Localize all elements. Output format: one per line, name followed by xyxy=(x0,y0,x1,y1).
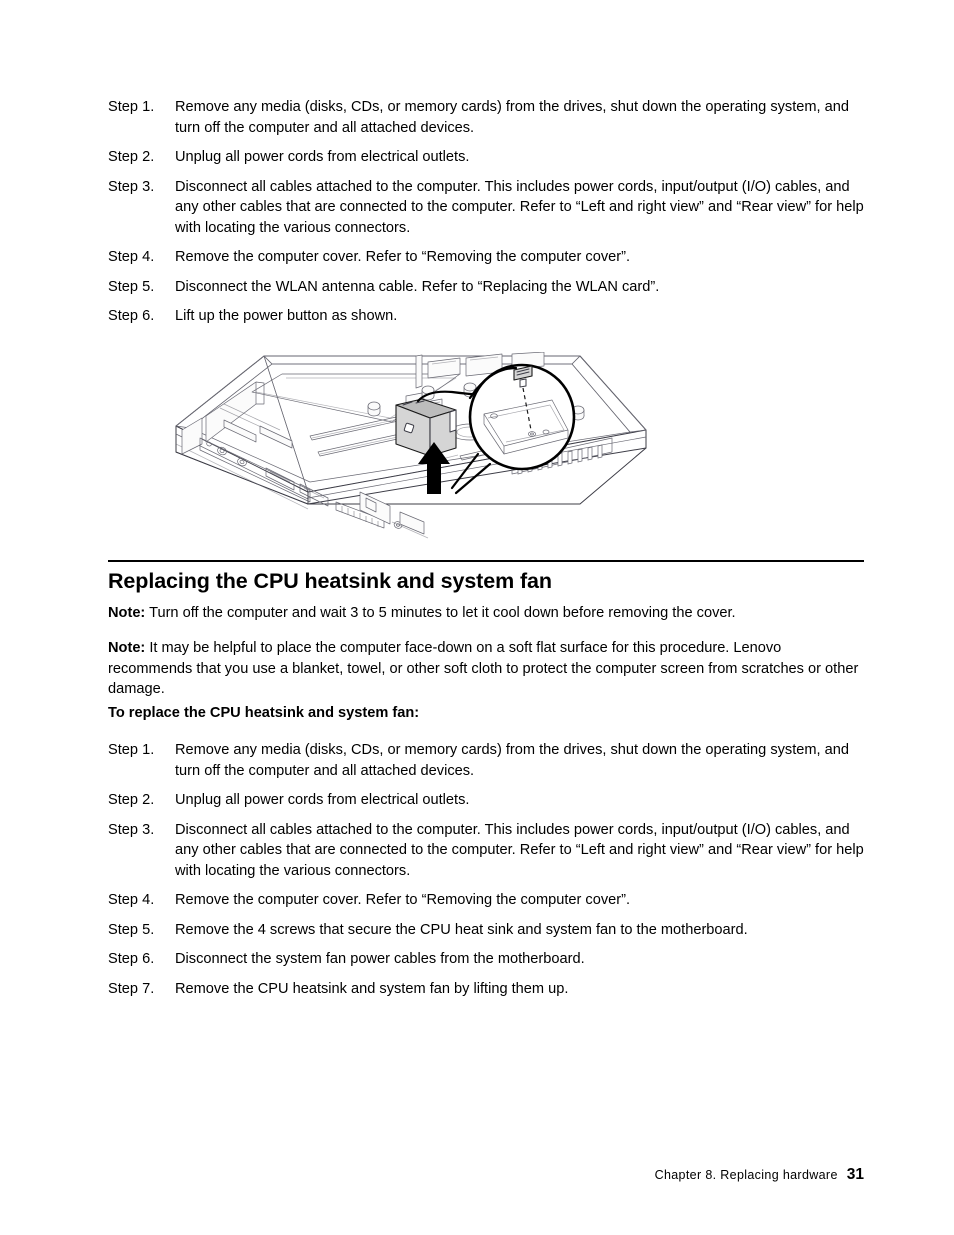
step-item: Step 2. Unplug all power cords from elec… xyxy=(108,790,864,811)
cable-connector-icon xyxy=(513,365,533,388)
step-label: Step 2. xyxy=(108,792,155,808)
step-text: Remove any media (disks, CDs, or memory … xyxy=(175,99,850,136)
note-label: Note: xyxy=(108,605,146,621)
step-text: Unplug all power cords from electrical o… xyxy=(175,792,470,808)
drive-bay-plate xyxy=(251,373,461,423)
step-item: Step 3. Disconnect all cables attached t… xyxy=(108,177,864,239)
footer-chapter-label: Chapter 8. Replacing hardware xyxy=(654,1168,838,1182)
chassis-line-drawing: .ln { fill:none; stroke:#3c3c46; stroke-… xyxy=(175,352,647,539)
magnified-detail-callout xyxy=(468,363,576,471)
step-item: Step 3. Disconnect all cables attached t… xyxy=(108,820,864,882)
microphone-jack-icon xyxy=(237,457,247,467)
step-item: Step 6. Disconnect the system fan power … xyxy=(108,949,864,970)
step-item: Step 4. Remove the computer cover. Refer… xyxy=(108,890,864,911)
step-text: Remove any media (disks, CDs, or memory … xyxy=(175,742,850,779)
page-footer: Chapter 8. Replacing hardware 31 xyxy=(655,1167,864,1183)
step-label: Step 3. xyxy=(108,178,155,195)
step-text: Disconnect the system fan power cables f… xyxy=(175,951,585,967)
magnifier-leader xyxy=(450,452,492,495)
lift-arrow-icon xyxy=(418,442,450,494)
procedure-subheading: To replace the CPU heatsink and system f… xyxy=(108,705,420,721)
power-button-icon xyxy=(403,422,415,434)
step-item: Step 4. Remove the computer cover. Refer… xyxy=(108,247,864,268)
usb-port-icon xyxy=(299,483,329,507)
section-divider xyxy=(108,560,864,562)
status-led-icon xyxy=(206,441,212,447)
step-item: Step 2. Unplug all power cords from elec… xyxy=(108,147,864,168)
step-label: Step 4. xyxy=(108,249,155,265)
note-paragraph: Note: Turn off the computer and wait 3 t… xyxy=(108,603,866,624)
step-label: Step 6. xyxy=(108,308,155,324)
step-item: Step 1. Remove any media (disks, CDs, or… xyxy=(108,97,864,138)
step-item: Step 1. Remove any media (disks, CDs, or… xyxy=(108,740,864,781)
step-text: Remove the CPU heatsink and system fan b… xyxy=(175,980,569,997)
step-item: Step 5. Disconnect the WLAN antenna cabl… xyxy=(108,277,864,298)
usb-port-icon xyxy=(265,467,295,491)
cpu-heatsink-step-list: Step 1. Remove any media (disks, CDs, or… xyxy=(108,740,864,1008)
step-item: Step 6. Lift up the power button as show… xyxy=(108,306,864,327)
step-label: Step 6. xyxy=(108,951,155,967)
step-item: Step 5. Remove the 4 screws that secure … xyxy=(108,920,864,941)
step-text: Disconnect all cables attached to the co… xyxy=(175,821,864,879)
step-label: Step 2. xyxy=(108,149,155,165)
step-label: Step 4. xyxy=(108,892,155,908)
step-label: Step 5. xyxy=(108,278,155,295)
page-title: Replacing the CPU heatsink and system fa… xyxy=(108,569,552,593)
step-label: Step 3. xyxy=(108,821,155,838)
step-text: Lift up the power button as shown. xyxy=(175,308,398,324)
step-label: Step 1. xyxy=(108,742,155,758)
riser-bracket xyxy=(415,354,423,389)
power-button-module xyxy=(395,398,457,457)
top-step-list: Step 1. Remove any media (disks, CDs, or… xyxy=(108,97,864,336)
step-label: Step 7. xyxy=(108,980,155,997)
step-text: Remove the computer cover. Refer to “Rem… xyxy=(175,892,631,908)
step-label: Step 5. xyxy=(108,921,155,938)
page-number: 31 xyxy=(846,1166,864,1183)
note-text: Turn off the computer and wait 3 to 5 mi… xyxy=(145,605,736,621)
power-button-removal-illustration: .ln { fill:none; stroke:#3c3c46; stroke-… xyxy=(160,352,650,542)
step-text: Disconnect all cables attached to the co… xyxy=(175,178,864,236)
chassis-interior xyxy=(219,352,585,539)
step-text: Remove the 4 screws that secure the CPU … xyxy=(175,921,748,938)
board-connector xyxy=(427,357,461,379)
step-text: Unplug all power cords from electrical o… xyxy=(175,149,470,165)
headphone-jack-icon xyxy=(217,446,227,456)
card-reader-teeth xyxy=(341,506,379,527)
step-item: Step 7. Remove the CPU heatsink and syst… xyxy=(108,979,864,1000)
standoff xyxy=(367,401,381,417)
step-label: Step 1. xyxy=(108,99,155,115)
step-text: Remove the computer cover. Refer to “Rem… xyxy=(175,249,631,265)
note-label: Note: xyxy=(108,640,146,656)
step-text: Disconnect the WLAN antenna cable. Refer… xyxy=(175,278,660,295)
note-paragraph: Note: It may be helpful to place the com… xyxy=(108,638,866,700)
note-text: It may be helpful to place the computer … xyxy=(108,640,859,697)
